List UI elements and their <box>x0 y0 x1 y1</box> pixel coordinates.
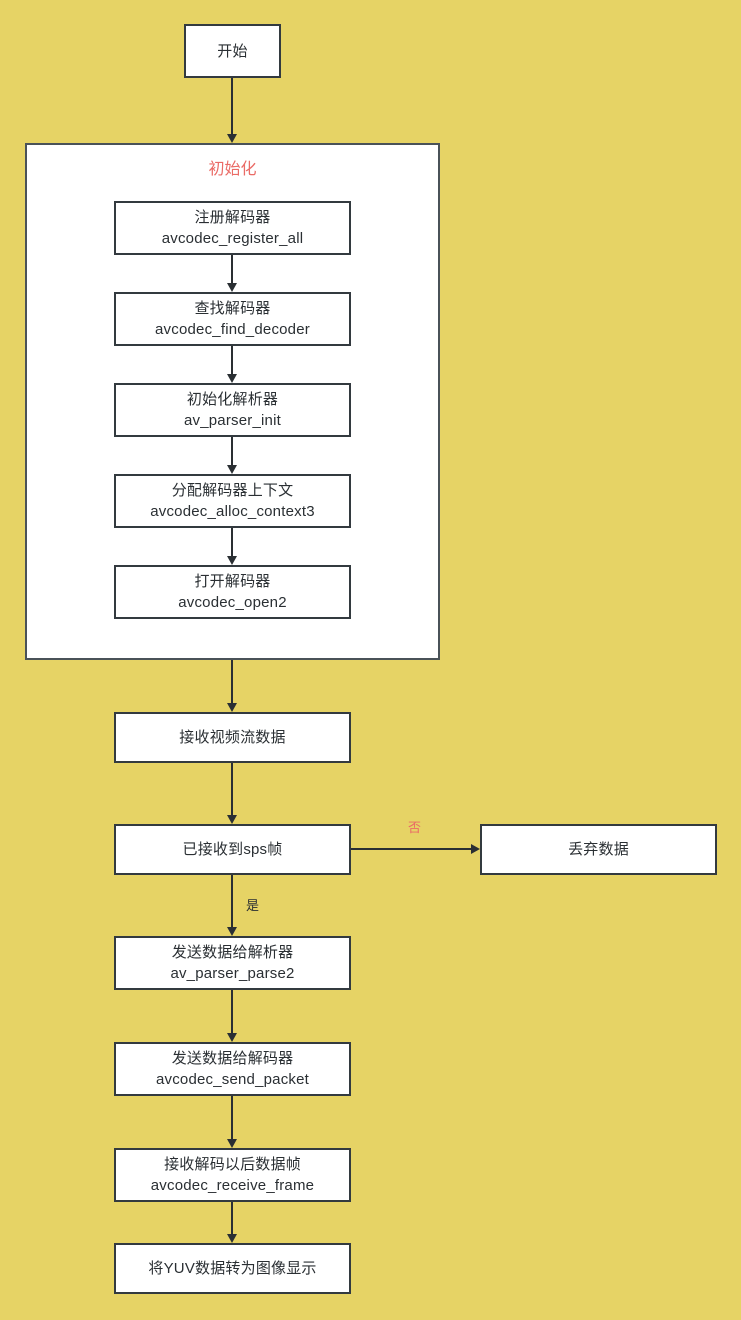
edge-find-to-parser-init <box>231 346 233 374</box>
node-alloc-context[interactable]: 分配解码器上下文 avcodec_alloc_context3 <box>114 474 351 528</box>
edge-sps-yes-to-send-parser <box>231 875 233 927</box>
edge-sps-no-to-discard <box>351 848 471 850</box>
node-parser-init[interactable]: 初始化解析器 av_parser_init <box>114 383 351 437</box>
node-find-decoder-line1: 查找解码器 <box>194 300 271 317</box>
edge-send-decoder-to-receive-frame <box>231 1096 233 1139</box>
node-yuv-display[interactable]: 将YUV数据转为图像显示 <box>114 1243 351 1294</box>
node-send-decoder[interactable]: 发送数据给解码器 avcodec_send_packet <box>114 1042 351 1096</box>
node-discard-data-line1: 丢弃数据 <box>568 841 629 858</box>
node-send-parser-line1: 发送数据给解析器 <box>171 944 294 961</box>
node-open-codec-line1: 打开解码器 <box>194 573 271 590</box>
node-receive-stream-line1: 接收视频流数据 <box>179 729 286 746</box>
edge-alloc-to-open-arrowhead <box>227 556 237 565</box>
edge-register-to-find <box>231 255 233 283</box>
edge-receive-frame-to-yuv-arrowhead <box>227 1234 237 1243</box>
node-receive-stream[interactable]: 接收视频流数据 <box>114 712 351 763</box>
edge-label-no: 否 <box>408 820 422 835</box>
node-parser-init-line1: 初始化解析器 <box>186 391 279 408</box>
node-send-parser[interactable]: 发送数据给解析器 av_parser_parse2 <box>114 936 351 990</box>
node-discard-data[interactable]: 丢弃数据 <box>480 824 717 875</box>
node-register-decoder-line2: avcodec_register_all <box>161 230 304 247</box>
node-yuv-display-line1: 将YUV数据转为图像显示 <box>148 1260 317 1277</box>
node-open-codec-line2: avcodec_open2 <box>178 594 287 611</box>
edge-register-to-find-arrowhead <box>227 283 237 292</box>
edge-send-parser-to-send-decoder <box>231 990 233 1033</box>
node-register-decoder-line1: 注册解码器 <box>194 209 271 226</box>
node-find-decoder-line2: avcodec_find_decoder <box>155 321 310 338</box>
edge-sps-no-to-discard-arrowhead <box>471 844 480 854</box>
edge-start-to-init-arrowhead <box>227 134 237 143</box>
edge-sps-yes-to-send-parser-arrowhead <box>227 927 237 936</box>
node-alloc-context-line1: 分配解码器上下文 <box>171 482 294 499</box>
node-send-decoder-line1: 发送数据给解码器 <box>171 1050 294 1067</box>
node-sps-decision[interactable]: 已接收到sps帧 <box>114 824 351 875</box>
edge-find-to-parser-init-arrowhead <box>227 374 237 383</box>
node-parser-init-line2: av_parser_init <box>183 412 282 429</box>
edge-parser-init-to-alloc-arrowhead <box>227 465 237 474</box>
node-receive-frame-line2: avcodec_receive_frame <box>150 1177 315 1194</box>
node-receive-frame[interactable]: 接收解码以后数据帧 avcodec_receive_frame <box>114 1148 351 1202</box>
edge-init-to-receive-stream-arrowhead <box>227 703 237 712</box>
edge-receive-frame-to-yuv <box>231 1202 233 1234</box>
edge-start-to-init <box>231 78 233 134</box>
node-register-decoder[interactable]: 注册解码器 avcodec_register_all <box>114 201 351 255</box>
edge-receive-stream-to-sps-arrowhead <box>227 815 237 824</box>
edge-alloc-to-open <box>231 528 233 556</box>
edge-label-yes: 是 <box>246 898 260 913</box>
node-start[interactable]: 开始 <box>184 24 281 78</box>
edge-receive-stream-to-sps <box>231 763 233 815</box>
node-find-decoder[interactable]: 查找解码器 avcodec_find_decoder <box>114 292 351 346</box>
group-initialization-title: 初始化 <box>208 161 257 178</box>
node-open-codec[interactable]: 打开解码器 avcodec_open2 <box>114 565 351 619</box>
node-send-decoder-line2: avcodec_send_packet <box>155 1071 310 1088</box>
node-sps-decision-line1: 已接收到sps帧 <box>182 841 283 858</box>
edge-parser-init-to-alloc <box>231 437 233 465</box>
node-receive-frame-line1: 接收解码以后数据帧 <box>164 1156 301 1173</box>
edge-send-decoder-to-receive-frame-arrowhead <box>227 1139 237 1148</box>
node-send-parser-line2: av_parser_parse2 <box>170 965 295 982</box>
node-alloc-context-line2: avcodec_alloc_context3 <box>150 503 315 520</box>
node-start-line1: 开始 <box>217 42 248 60</box>
edge-send-parser-to-send-decoder-arrowhead <box>227 1033 237 1042</box>
edge-init-to-receive-stream <box>231 660 233 703</box>
